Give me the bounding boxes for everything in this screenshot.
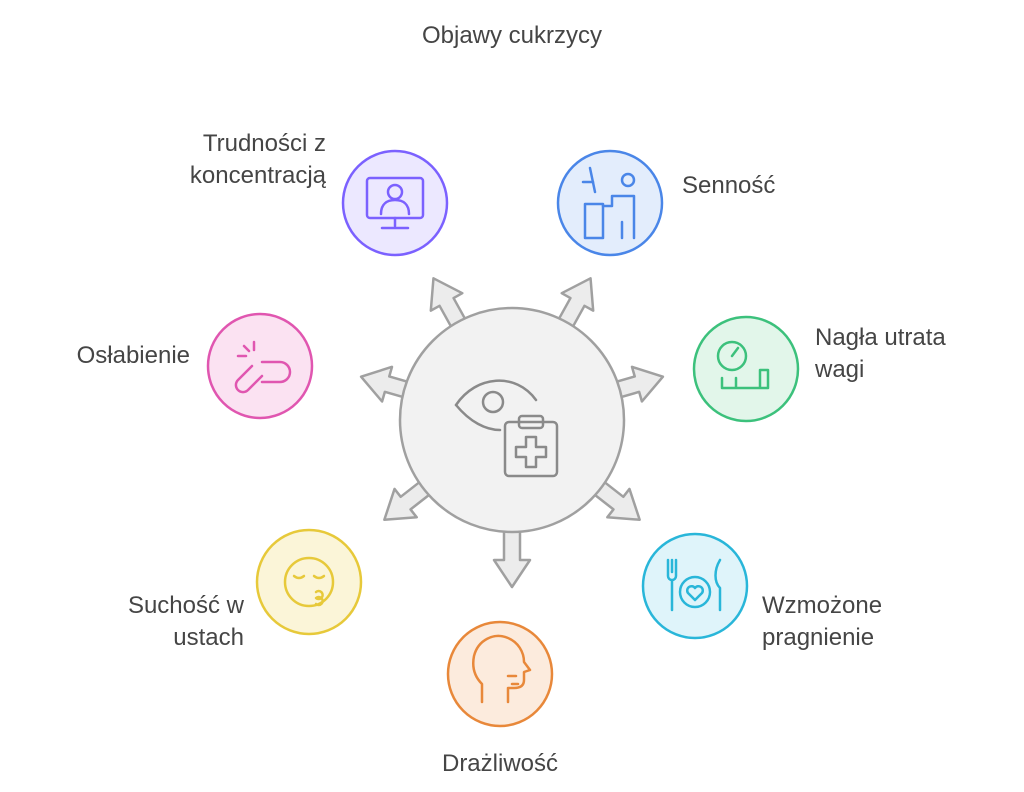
- node-drazliwosc: [446, 620, 554, 728]
- node-suchosc: [255, 528, 363, 636]
- sleepy-face-icon: [283, 556, 335, 608]
- head-profile-icon: [472, 634, 532, 704]
- label-line: koncentracją: [189, 162, 326, 189]
- label-line: Drażliwość: [441, 750, 558, 777]
- label-line: Osłabienie: [76, 342, 190, 369]
- label-line: Trudności z: [202, 130, 326, 157]
- broken-link-icon: [234, 340, 292, 394]
- node-wzmozone: [641, 532, 749, 640]
- label-trudnosci: Trudności z koncentracją: [190, 128, 326, 192]
- label-line: Senność: [682, 172, 776, 199]
- desk-sleeping-person-icon: [581, 166, 636, 240]
- diagram-title: Objawy cukrzycy: [421, 22, 603, 49]
- label-suchosc: Suchość w ustach: [128, 590, 244, 654]
- label-line: pragnienie: [762, 624, 875, 651]
- center-hub: [398, 306, 626, 534]
- node-sennosc: [556, 149, 664, 257]
- label-line: Nagła utrata: [815, 324, 946, 351]
- scale-weight-icon: [716, 340, 770, 390]
- label-line: ustach: [173, 624, 244, 651]
- monitor-person-icon: [365, 176, 425, 230]
- label-drazliwosc: Drażliwość: [380, 748, 620, 780]
- label-line: Suchość w: [127, 592, 244, 619]
- label-oslabienie: Osłabienie: [77, 340, 190, 372]
- node-nagla: [692, 315, 800, 423]
- label-nagla: Nagła utrata wagi: [815, 322, 946, 386]
- node-trudnosci: [341, 149, 449, 257]
- node-oslabienie: [206, 312, 314, 420]
- eye-clipboard-medical-icon: [454, 379, 559, 478]
- label-wzmozone: Wzmożone pragnienie: [762, 590, 882, 654]
- label-line: wagi: [815, 356, 865, 383]
- fork-plate-knife-icon: [666, 558, 722, 612]
- label-line: Wzmożone: [762, 592, 883, 619]
- label-sennosc: Senność: [682, 170, 775, 202]
